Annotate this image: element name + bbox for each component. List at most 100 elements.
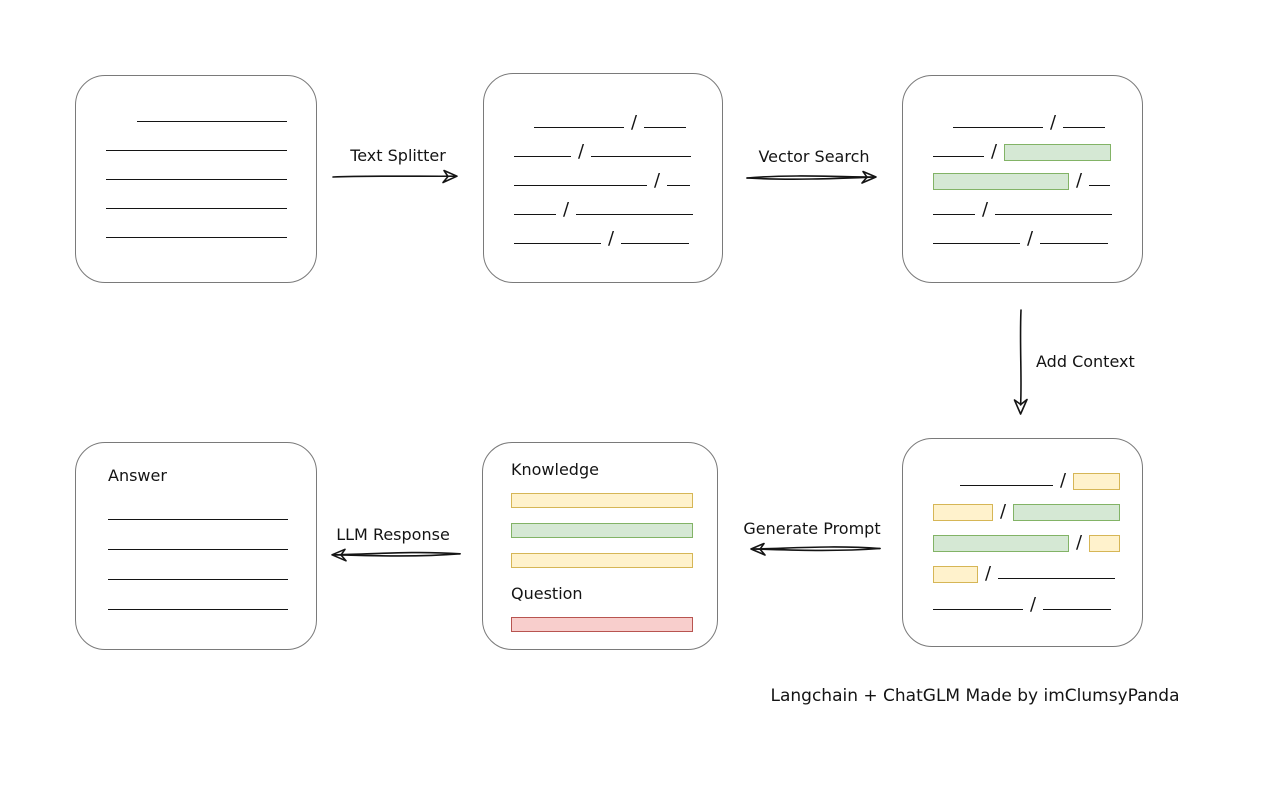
chunk-row bbox=[106, 98, 287, 127]
llm-response-label: LLM Response bbox=[336, 525, 450, 544]
text-line bbox=[514, 185, 647, 186]
text-line bbox=[108, 549, 288, 550]
slash-separator: / bbox=[1076, 170, 1083, 191]
text-line bbox=[998, 578, 1116, 579]
chunk-row: / bbox=[933, 162, 1112, 191]
text-line bbox=[1063, 127, 1106, 128]
text-line bbox=[960, 485, 1053, 486]
chunk-row: / bbox=[514, 191, 694, 220]
chunk-row: / bbox=[514, 104, 693, 133]
chunk-row: / bbox=[933, 491, 1121, 522]
text-splitter-label: Text Splitter bbox=[350, 146, 446, 165]
yellow-chunk bbox=[933, 504, 993, 521]
yellow-bar bbox=[511, 493, 693, 508]
answer-label: Answer bbox=[108, 466, 167, 485]
yellow-bar bbox=[511, 553, 693, 568]
generate-prompt-label: Generate Prompt bbox=[743, 519, 881, 538]
text-line bbox=[995, 214, 1113, 215]
text-line bbox=[667, 185, 691, 186]
text-line bbox=[106, 179, 287, 180]
text-line bbox=[108, 609, 288, 610]
slash-separator: / bbox=[1050, 112, 1057, 133]
chunk-row: / bbox=[933, 220, 1112, 249]
slash-separator: / bbox=[654, 170, 661, 191]
chunk-row bbox=[106, 214, 287, 243]
text-line bbox=[137, 121, 287, 122]
text-line bbox=[1040, 243, 1109, 244]
text-line bbox=[933, 214, 975, 215]
green-chunk bbox=[933, 173, 1069, 190]
slash-separator: / bbox=[631, 112, 638, 133]
chunk-row: / bbox=[933, 553, 1120, 584]
text-line bbox=[621, 243, 690, 244]
yellow-chunk bbox=[1073, 473, 1121, 490]
chunk-row: / bbox=[933, 584, 1120, 615]
text-line bbox=[576, 214, 694, 215]
text-line bbox=[1089, 185, 1111, 186]
text-line bbox=[106, 237, 287, 238]
answer-lines bbox=[108, 495, 288, 615]
text-line bbox=[534, 127, 624, 128]
text-line bbox=[933, 156, 984, 157]
chunk-row: / bbox=[933, 104, 1112, 133]
context-result-chunks: / / / / / bbox=[933, 460, 1121, 615]
text-line bbox=[108, 519, 288, 520]
text-line bbox=[108, 579, 288, 580]
chunk-row bbox=[108, 585, 288, 615]
text-line bbox=[1043, 609, 1112, 610]
text-line bbox=[514, 156, 571, 157]
text-line bbox=[514, 214, 556, 215]
right-arrow-icon bbox=[332, 169, 458, 184]
slash-separator: / bbox=[578, 141, 585, 162]
text-line bbox=[106, 208, 287, 209]
node-context-result: / / / / / bbox=[902, 438, 1143, 647]
knowledge-bars bbox=[511, 493, 693, 568]
chunk-row bbox=[106, 127, 287, 156]
vector-search-result-chunks: / / / / / bbox=[933, 104, 1113, 249]
right-arrow-icon bbox=[746, 170, 877, 184]
slash-separator: / bbox=[1027, 228, 1034, 249]
green-chunk bbox=[933, 535, 1069, 552]
prompt-content: Knowledge Question bbox=[511, 459, 693, 647]
text-line bbox=[514, 243, 601, 244]
slash-separator: / bbox=[1000, 501, 1007, 522]
node-prompt: Knowledge Question bbox=[482, 442, 718, 650]
slash-separator: / bbox=[1060, 470, 1067, 491]
chunk-row: / bbox=[933, 133, 1112, 162]
node-split-document: ///// bbox=[483, 73, 723, 283]
chunk-row: / bbox=[933, 191, 1113, 220]
diagram-caption: Langchain + ChatGLM Made by imClumsyPand… bbox=[770, 686, 1180, 706]
slash-separator: / bbox=[982, 199, 989, 220]
chunk-row: / bbox=[514, 162, 693, 191]
left-arrow-icon bbox=[331, 548, 461, 562]
vector-search-label: Vector Search bbox=[758, 147, 870, 166]
left-arrow-icon bbox=[750, 542, 881, 556]
arrow-generate-prompt: Generate Prompt bbox=[741, 519, 883, 559]
chunk-row bbox=[108, 525, 288, 555]
slash-separator: / bbox=[1076, 532, 1083, 553]
arrow-text-splitter: Text Splitter bbox=[331, 146, 465, 186]
chunk-row: / bbox=[933, 460, 1121, 491]
text-line bbox=[591, 156, 692, 157]
chunk-row bbox=[108, 555, 288, 585]
question-bars bbox=[511, 617, 693, 632]
split-document-chunks: ///// bbox=[514, 104, 694, 249]
question-label: Question bbox=[511, 584, 583, 603]
text-line bbox=[106, 150, 287, 151]
slash-separator: / bbox=[563, 199, 570, 220]
text-line bbox=[644, 127, 687, 128]
text-line bbox=[933, 609, 1023, 610]
green-chunk bbox=[1013, 504, 1121, 521]
chunk-row bbox=[106, 156, 287, 185]
slash-separator: / bbox=[985, 563, 992, 584]
yellow-chunk bbox=[933, 566, 978, 583]
chunk-row: / bbox=[514, 133, 693, 162]
text-line bbox=[953, 127, 1043, 128]
slash-separator: / bbox=[991, 141, 998, 162]
text-line bbox=[933, 243, 1020, 244]
arrow-llm-response: LLM Response bbox=[323, 525, 463, 565]
chunk-row bbox=[106, 185, 287, 214]
chunk-row bbox=[108, 495, 288, 525]
slash-separator: / bbox=[1030, 594, 1037, 615]
